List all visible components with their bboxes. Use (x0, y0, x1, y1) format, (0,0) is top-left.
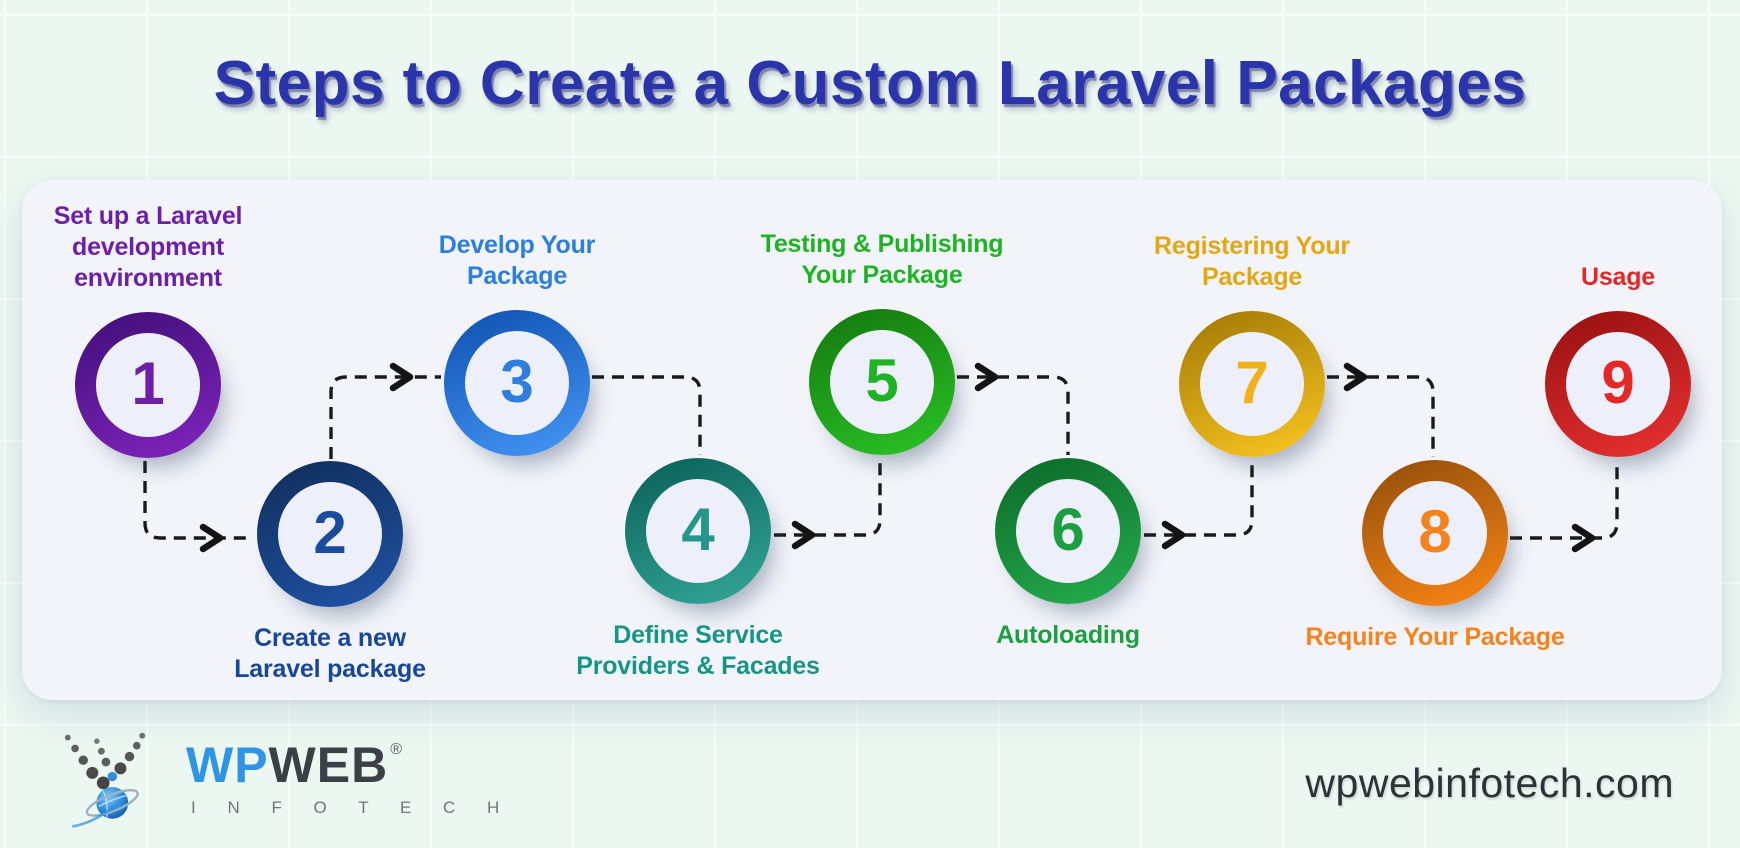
step-4-label: Define Service Providers & Facades (576, 621, 820, 680)
logo-wp-text: WP (186, 737, 269, 793)
step-9-label: Usage (1580, 263, 1656, 291)
step-5-label: Testing & Publishing Your Package (760, 230, 1004, 289)
wpweb-logo-icon (64, 732, 146, 828)
step-1-circle: 1 (75, 312, 221, 458)
step-1-number: 1 (131, 350, 165, 417)
logo-infotech-text: I N F O T E C H (191, 798, 513, 817)
website-link[interactable]: wpwebinfotech.com (1305, 760, 1674, 806)
step-7-circle: 7 (1179, 311, 1325, 457)
step-6-circle: 6 (995, 458, 1141, 604)
step-8-number: 8 (1418, 498, 1452, 565)
step-9-number: 9 (1601, 349, 1635, 416)
wpweb-logo: WPWEB® I N F O T E C H (56, 726, 513, 838)
step-4-number: 4 (681, 496, 715, 563)
step-2-number: 2 (313, 499, 347, 566)
step-6-number: 6 (1051, 496, 1085, 563)
wpweb-wordmark: WPWEB® I N F O T E C H (186, 726, 513, 818)
step-6-label: Autoloading (996, 621, 1140, 649)
step-1-label: Set up a Laravel development environment (53, 202, 243, 292)
step-7-label: Registering Your Package (1154, 232, 1350, 291)
step-5-number: 5 (865, 347, 899, 414)
step-2-label: Create a new Laravel package (234, 624, 426, 683)
step-3-number: 3 (500, 348, 534, 415)
page-title: Steps to Create a Custom Laravel Package… (213, 49, 1527, 118)
step-8-label: Require Your Package (1305, 623, 1565, 651)
step-7-number: 7 (1235, 349, 1269, 416)
step-4-circle: 4 (625, 458, 771, 604)
step-8-circle: 8 (1362, 460, 1508, 606)
step-2-circle: 2 (257, 461, 403, 607)
step-3-circle: 3 (444, 310, 590, 456)
step-5-circle: 5 (809, 309, 955, 455)
step-9-circle: 9 (1545, 311, 1691, 457)
logo-web-text: WEB (268, 737, 389, 793)
registered-mark-icon: ® (390, 741, 403, 758)
step-3-label: Develop Your Package (438, 231, 596, 290)
